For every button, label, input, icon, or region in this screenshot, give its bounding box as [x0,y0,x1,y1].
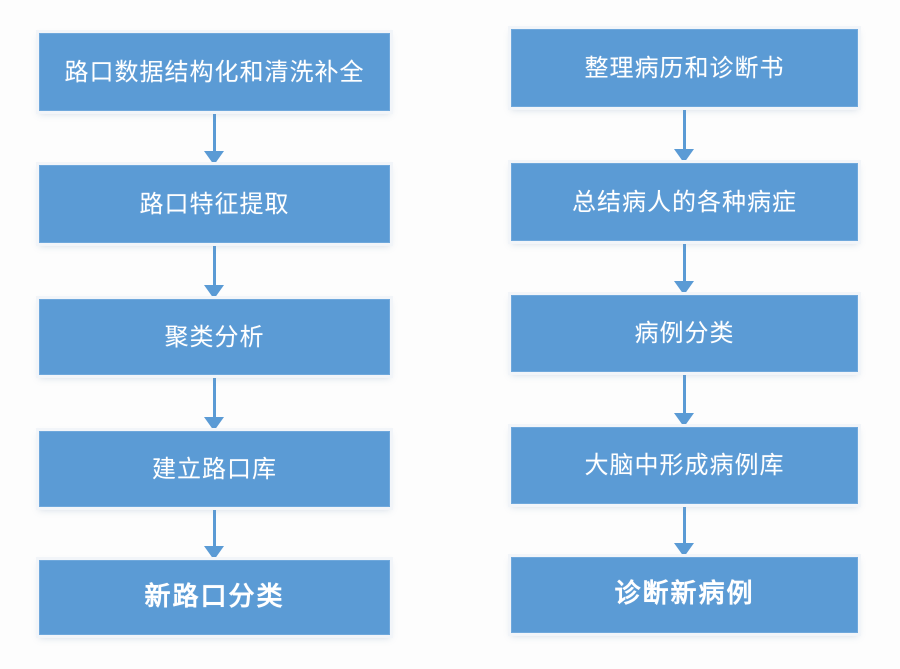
process-node-label: 诊断新病例 [614,579,755,610]
arrowhead-down-icon [674,281,694,295]
process-node-label: 新路口分类 [144,581,285,612]
process-node-label: 聚类分析 [164,322,265,351]
arrowhead-down-icon [674,149,694,163]
connector-left-1 [201,111,227,165]
connector-left-3 [201,375,227,431]
process-node[interactable]: 病例分类 [508,292,861,375]
connector-line [212,375,216,418]
connector-right-4 [671,504,697,557]
connector-right-1 [671,107,697,163]
connector-right-2 [671,241,697,295]
connector-left-4 [201,507,227,560]
arrowhead-down-icon [204,285,224,299]
arrowhead-down-icon [674,413,694,427]
process-node[interactable]: 整理病历和诊断书 [508,26,861,110]
arrowhead-down-icon [204,417,224,431]
process-node[interactable]: 诊断新病例 [508,554,861,636]
connector-line [212,507,216,547]
connector-left-2 [201,243,227,299]
process-node[interactable]: 聚类分析 [36,296,393,378]
process-node-label: 路口特征提取 [139,189,290,218]
process-node-label: 病例分类 [634,319,735,348]
connector-line [682,241,686,282]
process-node[interactable]: 路口特征提取 [36,162,393,246]
process-node-label: 整理病历和诊断书 [584,53,785,82]
connector-line [212,111,216,152]
process-node[interactable]: 建立路口库 [36,428,393,510]
connector-line [682,372,686,414]
arrowhead-down-icon [204,546,224,560]
process-node[interactable]: 新路口分类 [36,557,393,638]
process-node-label: 建立路口库 [152,454,277,483]
process-node-label: 大脑中形成病例库 [584,451,785,480]
connector-line [212,243,216,286]
arrowhead-down-icon [204,151,224,165]
process-node-label: 路口数据结构化和清洗补全 [64,57,365,86]
process-node[interactable]: 大脑中形成病例库 [508,424,861,507]
process-node-label: 总结病人的各种病症 [572,187,797,216]
connector-right-3 [671,372,697,427]
process-node[interactable]: 路口数据结构化和清洗补全 [36,30,393,114]
connector-line [682,107,686,150]
connector-line [682,504,686,544]
process-node[interactable]: 总结病人的各种病症 [508,160,861,244]
arrowhead-down-icon [674,543,694,557]
